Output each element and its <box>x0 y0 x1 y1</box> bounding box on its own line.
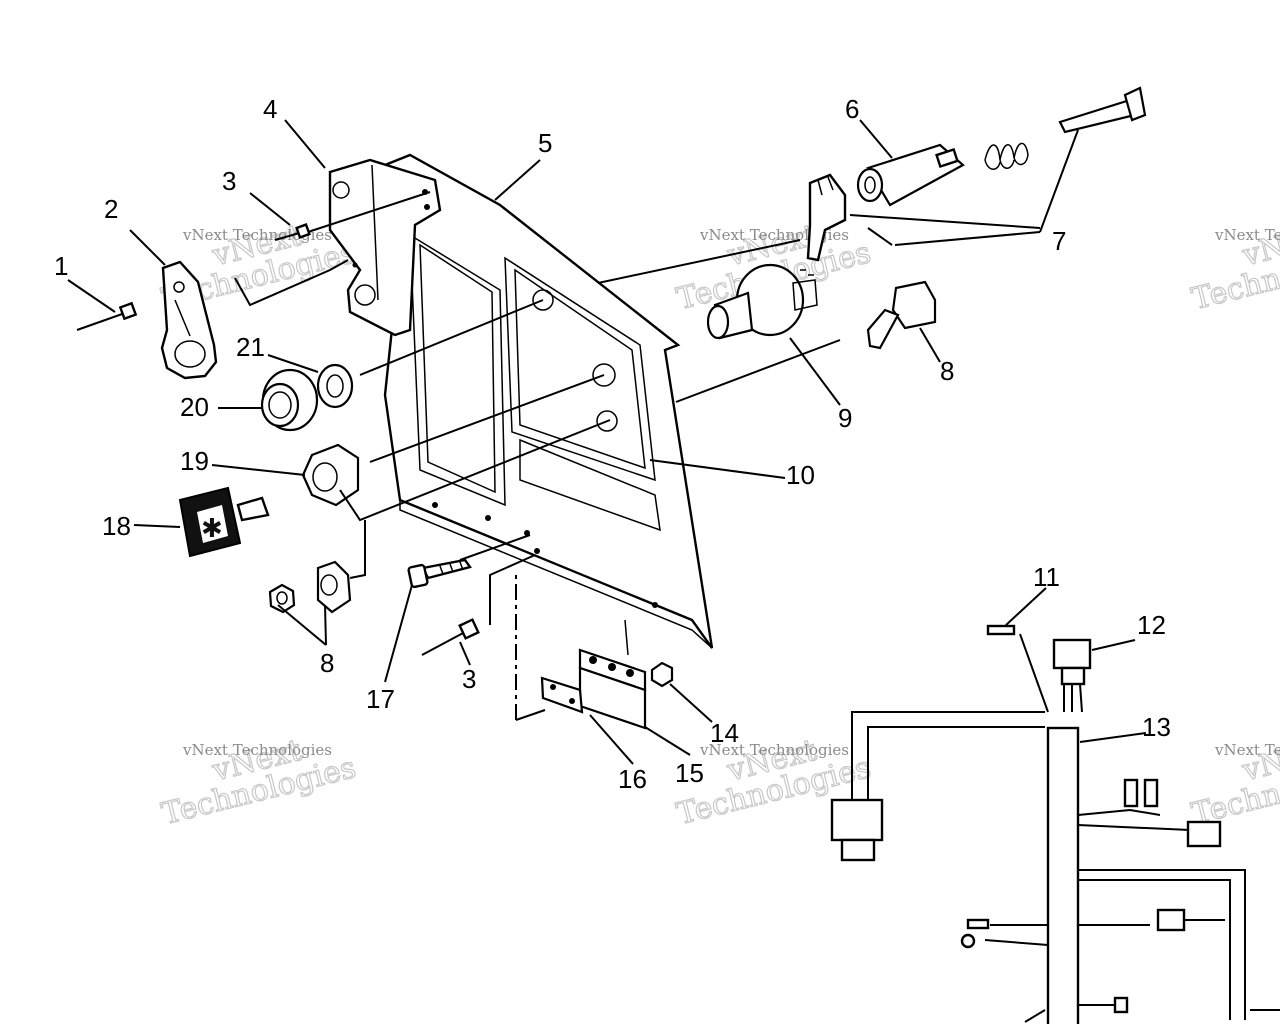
callout-3-lower: 3 <box>462 664 476 694</box>
nut-part-19 <box>301 443 360 507</box>
terminal-plate-part-16 <box>540 676 584 714</box>
callout-13: 13 <box>1142 712 1171 742</box>
callout-6: 6 <box>845 94 859 124</box>
svg-text:✱: ✱ <box>201 514 223 544</box>
key-part-18: ✱ <box>178 486 270 558</box>
connector-part-12 <box>1052 638 1092 686</box>
toggle-switch-part-8-upper <box>866 280 937 350</box>
clip-part-7 <box>806 173 893 262</box>
svg-text:vNext Technologies: vNext Technologies <box>1214 226 1280 244</box>
ignition-switch-part-9 <box>706 263 818 340</box>
callout-labels: 1 2 3 4 5 6 7 8 9 10 11 12 13 14 15 16 1… <box>54 94 1171 794</box>
callout-14: 14 <box>710 718 739 748</box>
callout-8-lower: 8 <box>320 648 334 678</box>
nut-part-20 <box>260 368 319 432</box>
leader-lines <box>67 119 1147 765</box>
terminal-block-part-15 <box>578 619 647 730</box>
bolt-part-17 <box>407 558 472 589</box>
callout-9: 9 <box>838 403 852 433</box>
screw-part-3-bottom <box>421 618 480 656</box>
callout-15: 15 <box>675 758 704 788</box>
pin-part <box>1058 86 1147 134</box>
svg-text:vNext Technologies: vNext Technologies <box>182 741 332 759</box>
solenoid-part-6 <box>856 143 965 207</box>
callout-19: 19 <box>180 446 209 476</box>
washer-part-21 <box>316 363 354 409</box>
callout-7: 7 <box>1052 226 1066 256</box>
callout-2: 2 <box>104 194 118 224</box>
bracket-part-4 <box>328 158 442 337</box>
callout-21: 21 <box>236 332 265 362</box>
spring-part <box>984 142 1029 170</box>
arm-part-2 <box>160 260 218 380</box>
svg-text:vNext Technologies: vNext Technologies <box>182 226 332 244</box>
callout-20: 20 <box>180 392 209 422</box>
callout-3: 3 <box>222 166 236 196</box>
svg-text:vNext Technologies: vNext Technologies <box>699 741 849 759</box>
screw-part-3-top <box>274 223 311 241</box>
wiring-harness-part-13 <box>830 633 1280 1024</box>
connector-part-11 <box>986 624 1016 636</box>
callout-8: 8 <box>940 356 954 386</box>
nut-part-14 <box>650 661 674 688</box>
callout-4: 4 <box>263 94 277 124</box>
nut-part-8-lower <box>268 560 352 614</box>
callout-16: 16 <box>618 764 647 794</box>
callout-12: 12 <box>1137 610 1166 640</box>
callout-11: 11 <box>1033 562 1060 592</box>
callout-17: 17 <box>366 684 395 714</box>
callout-18: 18 <box>102 511 131 541</box>
svg-text:vNext Technologies: vNext Technologies <box>1214 741 1280 759</box>
callout-1: 1 <box>54 251 68 281</box>
callout-5: 5 <box>538 128 552 158</box>
screw-part-1 <box>76 301 138 331</box>
callout-10: 10 <box>786 460 815 490</box>
